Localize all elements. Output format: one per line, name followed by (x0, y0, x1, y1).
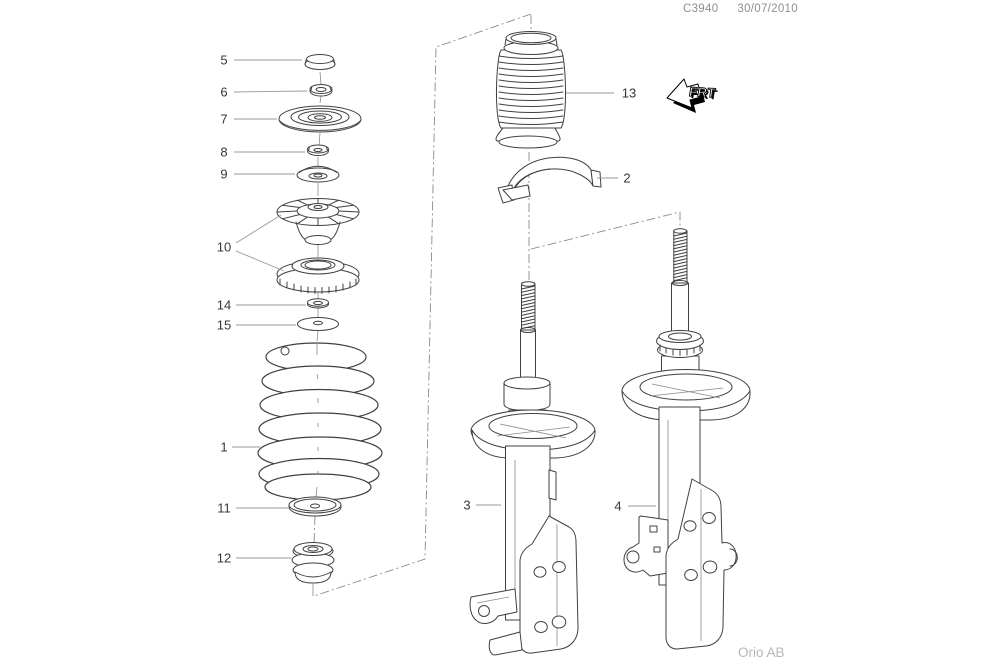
frt-label-shadow: FRT (690, 86, 719, 102)
part-flat-washer (297, 317, 339, 331)
callout-2[interactable]: 2 (623, 171, 630, 186)
centerline-segments (312, 71, 322, 596)
callout-10[interactable]: 10 (217, 240, 231, 255)
part-strut-assembly-right (621, 228, 751, 650)
part-flange-nut (307, 144, 329, 156)
drawing-code: C3940 (683, 3, 719, 15)
brand-text: Orio AB (738, 645, 785, 660)
assembly-axis-left (313, 13, 532, 597)
drawing-date: 30/07/2010 (737, 3, 798, 15)
callout-9[interactable]: 9 (220, 167, 227, 182)
callout-12[interactable]: 12 (217, 551, 231, 566)
callout-11[interactable]: 11 (217, 501, 231, 516)
callout-labels: 5 6 7 8 9 10 14 15 1 11 12 13 2 3 4 (217, 53, 636, 566)
callout-4[interactable]: 4 (614, 499, 621, 514)
callout-15[interactable]: 15 (217, 318, 231, 333)
callout-1[interactable]: 1 (220, 440, 227, 455)
part-dust-boot (495, 31, 566, 149)
part-coil-spring (257, 342, 383, 501)
part-strut-assembly-left (469, 281, 596, 656)
leader-lines (232, 59, 656, 559)
callout-3[interactable]: 3 (463, 498, 470, 513)
part-strut-mount-rubber (276, 198, 360, 245)
callout-5[interactable]: 5 (220, 53, 227, 68)
assembly-axis-right (528, 152, 681, 282)
part-strut-bearing (276, 257, 360, 294)
callout-7[interactable]: 7 (220, 112, 227, 127)
callout-13[interactable]: 13 (622, 86, 636, 101)
part-bump-stop (291, 542, 335, 584)
part-spring-seat-bracket (497, 156, 602, 204)
frt-label: FRT (688, 84, 717, 100)
part-dust-cap (304, 54, 336, 70)
part-strut-mount (276, 198, 360, 294)
part-spring-seat-washer (288, 496, 342, 517)
callout-14[interactable]: 14 (217, 298, 231, 313)
part-upper-mount-plate (278, 105, 362, 133)
part-piston-rod-nut (309, 84, 333, 97)
callout-8[interactable]: 8 (220, 145, 227, 160)
frt-direction-icon: FRT FRT (666, 78, 719, 113)
callout-6[interactable]: 6 (220, 85, 227, 100)
drawing-header: C3940 30/07/2010 (683, 3, 798, 15)
part-upper-spring-seat (296, 165, 340, 183)
part-washer (307, 298, 329, 309)
